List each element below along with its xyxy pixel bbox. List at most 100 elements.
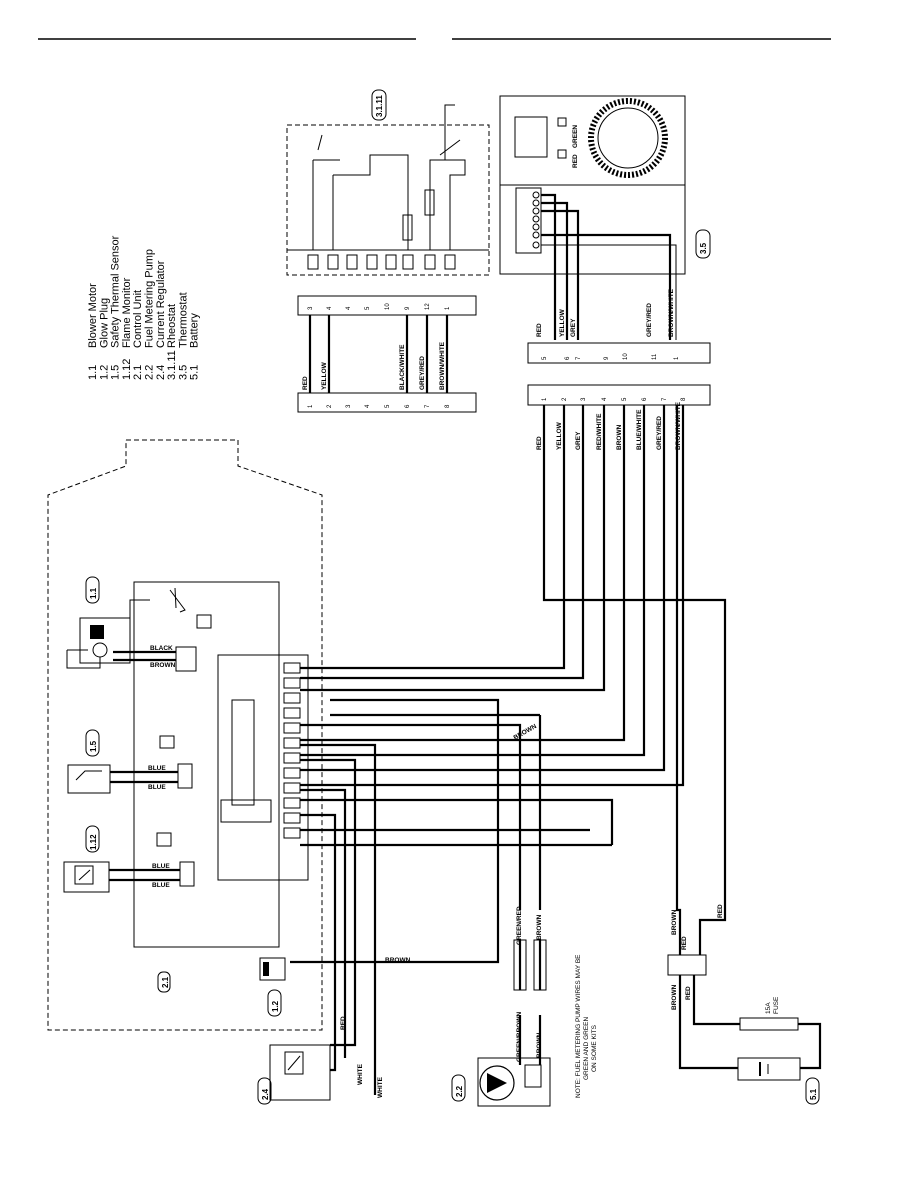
- wire-label-brown-glow: BROWN: [385, 957, 411, 964]
- rheostat-conn-pin: 8: [445, 404, 451, 408]
- rheostat-conn-pin-top: 3: [308, 306, 314, 310]
- main-wire-label: RED/WHITE: [596, 413, 603, 450]
- glow-plug: 1.2: [259, 957, 286, 1017]
- legend-label: Flame Monitor: [121, 277, 133, 348]
- rheostat-conn-pin-top: 9: [405, 306, 411, 310]
- current-regulator: 2.4: [257, 1044, 331, 1105]
- control-unit-terminal: [283, 722, 301, 734]
- thermostat-terminal: [532, 207, 540, 215]
- legend-code: 3.1.11: [166, 350, 178, 380]
- thermostat-green-label: GREEN: [572, 125, 579, 148]
- legend-label: Safety Thermal Sensor: [110, 235, 122, 348]
- wire-label-white-a: WHITE: [357, 1063, 364, 1085]
- flame-wire-blue-b: BLUE: [152, 882, 170, 889]
- pump-tag: 2.2: [455, 1085, 464, 1097]
- blower-wire-brown: BROWN: [150, 662, 176, 669]
- harness-wire: [300, 813, 337, 1072]
- main-wire-label: YELLOW: [556, 421, 563, 450]
- note-line3: ON SOME KITS: [591, 1024, 598, 1072]
- rheostat-terminal: [402, 254, 414, 270]
- legend-label: Blower Motor: [87, 283, 99, 348]
- blower-motor: 1.1 BLACK BROWN: [66, 576, 197, 672]
- thermostat-conn-pin: 7: [576, 356, 582, 360]
- control-unit-terminal: [283, 662, 301, 674]
- thermostat-dial[interactable]: [588, 98, 668, 178]
- rheostat-wire-label: BLACK/WHITE: [399, 344, 406, 390]
- main-wire-label: BLUE/WHITE: [636, 409, 643, 450]
- harness-wire: [300, 723, 522, 910]
- harness-wire: [300, 405, 626, 742]
- safety-wire-blue-a: BLUE: [148, 765, 166, 772]
- battery-tag: 5.1: [809, 1088, 818, 1100]
- thermostat-red-label: RED: [572, 154, 579, 168]
- rheostat-conn-pin-top: 1: [445, 306, 451, 310]
- wire-label-brown-fuse: BROWN: [671, 984, 678, 1010]
- harness-wire: [542, 405, 727, 955]
- legend-code: 2.4: [155, 365, 167, 380]
- main-wire-label: BROWN: [616, 424, 623, 450]
- rheostat-wire-label: RED: [302, 376, 309, 390]
- thermostat-conn-pin: 10: [623, 353, 629, 360]
- rheostat-conn-pin-top: 4: [346, 306, 352, 310]
- legend-label: Thermostat: [177, 292, 189, 348]
- control-unit-terminal: [283, 782, 301, 794]
- control-unit-terminal: [283, 767, 301, 779]
- legend-label: Fuel Metering Pump: [144, 249, 156, 348]
- main-conn-pin: 5: [622, 397, 628, 401]
- rheostat-conn-pin-top: 12: [425, 303, 431, 310]
- fuel-metering-pump: 2.2 NOTE: FUEL METERING PUMP WIRES MAY B…: [451, 954, 598, 1107]
- rheostat-conn-pin-top: 5: [365, 306, 371, 310]
- harness-wire: [300, 798, 614, 845]
- rheostat-terminal: [366, 254, 378, 270]
- thermostat-wire-label: GREY: [570, 318, 577, 337]
- thermostat-wire-label: GREY/RED: [646, 303, 653, 337]
- harness-wire: [692, 975, 740, 1026]
- main-conn-pin: 3: [581, 397, 587, 401]
- safety-wire-blue-b: BLUE: [148, 784, 166, 791]
- thermostat-terminal: [532, 191, 540, 199]
- pump-inline-connector: [513, 939, 527, 991]
- thermostat-terminal: [532, 231, 540, 239]
- wire-label-brown-pump: BROWN: [536, 914, 543, 940]
- wire-label-red-batt: RED: [681, 936, 688, 950]
- rheostat-conn-pin: 4: [365, 404, 371, 408]
- fuse: 15A FUSE: [739, 996, 799, 1031]
- blower-wire-black: BLACK: [150, 645, 173, 652]
- harness-wire: [300, 743, 377, 1095]
- control-unit-terminal: [283, 797, 301, 809]
- legend-label: Current Regulator: [155, 260, 167, 348]
- blower-tag: 1.1: [89, 587, 98, 599]
- harness-wire: [300, 405, 685, 787]
- control-unit-terminal: [283, 752, 301, 764]
- rheostat-wire-label: BROWN/WHITE: [439, 341, 446, 390]
- legend-code: 2.1: [132, 365, 144, 380]
- thermostat-wire-label: BROWN/WHITE: [668, 288, 675, 337]
- thermostat: GREEN RED 3.5: [499, 95, 711, 340]
- battery: 5.1: [737, 1057, 820, 1105]
- legend-code: 1.5: [110, 365, 122, 380]
- rheostat-terminal: [346, 254, 358, 270]
- wire-label-red-supply: RED: [340, 1016, 347, 1030]
- main-wire-label: RED: [536, 436, 543, 450]
- flame-monitor: 1.12 BLUE BLUE: [63, 825, 195, 893]
- wire-label-white-b: WHITE: [377, 1076, 384, 1098]
- wire-label-red-reg: RED: [717, 904, 724, 918]
- battery-connector: [667, 954, 707, 976]
- control-unit-tag: 2.1: [161, 976, 170, 988]
- glow-plug-tag: 1.2: [271, 1000, 280, 1012]
- legend-code: 1.12: [121, 359, 133, 380]
- rheostat-wire-label: GREY/RED: [419, 356, 426, 390]
- note-line1: NOTE: FUEL METERING PUMP WIRES MAY BE: [575, 954, 582, 1098]
- fuse-label: FUSE: [773, 996, 780, 1014]
- rheostat-conn-pin: 7: [425, 404, 431, 408]
- flame-wire-blue-a: BLUE: [152, 863, 170, 870]
- harness-wire: [300, 405, 585, 680]
- legend-label: Battery: [189, 313, 201, 348]
- main-conn-pin: 1: [542, 397, 548, 401]
- thermostat-terminal: [532, 223, 540, 231]
- rheostat-terminal: [327, 254, 339, 270]
- thermostat-conn-pin: 5: [542, 356, 548, 360]
- harness-wire: [678, 975, 738, 1070]
